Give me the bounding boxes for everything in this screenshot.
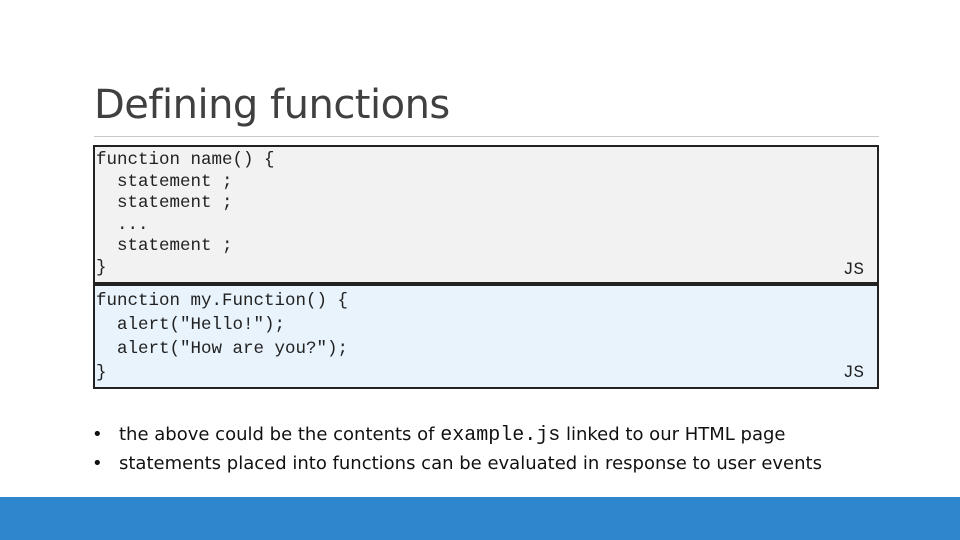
language-label: JS — [842, 363, 864, 383]
code-text: function name() { statement ; statement … — [96, 150, 275, 278]
bullet-list: • the above could be the contents of exam… — [92, 420, 822, 478]
footer-bar — [0, 497, 960, 540]
bullet-item: • the above could be the contents of exam… — [92, 420, 822, 449]
bullet-text: linked to our HTML page — [560, 424, 786, 445]
bullet-text: statements placed into functions can be … — [119, 453, 822, 474]
bullet-text: the above could be the contents of — [119, 424, 441, 445]
code-block-syntax: function name() { statement ; statement … — [93, 145, 879, 284]
language-label: JS — [842, 260, 864, 280]
inline-code: example.js — [440, 424, 561, 447]
bullet-marker: • — [92, 453, 103, 474]
bullet-marker: • — [92, 424, 103, 445]
code-text: function my.Function() { alert("Hello!")… — [96, 291, 349, 383]
title-divider — [94, 136, 879, 137]
code-block-example: function my.Function() { alert("Hello!")… — [93, 284, 879, 389]
slide-title: Defining functions — [94, 82, 450, 128]
bullet-item: • statements placed into functions can be… — [92, 449, 822, 478]
